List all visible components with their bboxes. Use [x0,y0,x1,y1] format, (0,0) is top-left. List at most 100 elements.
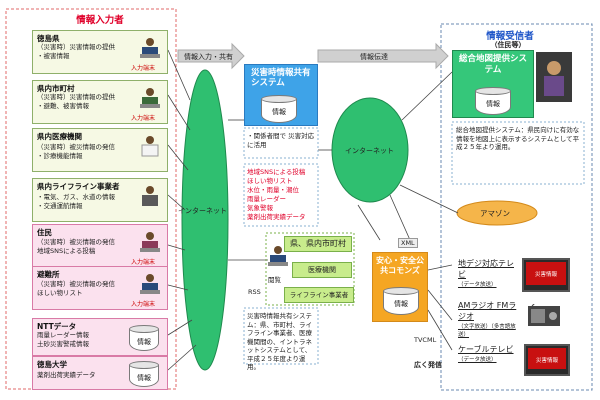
media-radio: AMラジオ FMラジオ （文字放送）（多言語放送） [458,300,518,338]
sender-name: 県内ライフライン事業者 [37,182,120,191]
sender-line: ・被害情報 [37,52,70,60]
map-system-box: 総合地図提供システム 情報 [452,50,534,118]
media-name: AMラジオ FMラジオ [458,301,517,321]
tv-screen-text: 災害情報 [528,348,566,369]
db-label: 情報 [486,100,500,108]
input-terminal-badge: 入力端末 [131,115,156,122]
sender-line: 雨量レーダー情報 [37,331,89,339]
shared-list-item: 水位・雨量・潮位 [247,186,299,194]
media-sub: （データ放送） [458,357,497,363]
sender-line: ・避難、被害情報 [37,102,89,110]
sender-line: ・交通運航情報 [37,202,83,210]
sender-name: NTTデータ [37,322,77,331]
db-label: 情報 [137,374,151,382]
amazon-label: アマゾン [480,209,510,218]
worker-icon [142,186,158,206]
shared-list-frame [243,163,319,227]
shared-system-box: 災害時情報共有システム 情報 [244,64,318,126]
sender-tokushima: 徳島県 （災害時）災害情報の提供 ・被害情報 入力端末 [32,30,168,74]
sender-line: 地域SNSによる投稿 [37,247,96,255]
sender-tokushima-univ: 徳島大学 薬剤出荷実績データ 情報 [32,356,168,390]
amazon-ellipse [456,200,538,226]
map-database: 情報 [475,87,511,115]
media-sub: （文字放送）（多言語放送） [458,324,516,338]
shared-list-item: ほしい物リスト [247,177,293,185]
person-at-terminal-icon [140,232,160,252]
sender-line: 土砂災害警戒情報 [37,340,89,348]
person-at-terminal-icon [140,38,160,58]
commons-database: 情報 [383,287,419,315]
db-label: 情報 [272,108,286,116]
browse-label: 閲覧 [268,276,281,284]
sender-line: 薬剤出荷実績データ [37,371,96,379]
commons-title: 安心・安全公共コモンズ [376,256,424,275]
sender-line: ・診療機能情報 [37,152,83,160]
org-medical-box: 医療機関 [292,262,352,278]
sender-name: 避難所 [37,270,60,279]
input-terminal-badge: 入力端末 [131,301,156,308]
xml-label: XML [398,238,418,248]
rss-label: RSS [248,288,261,296]
person-at-terminal-icon [140,88,160,108]
shared-desc-frame [243,307,319,365]
org-prefecture-box: 県、県内市町村 [284,236,352,252]
shared-note-frame [243,127,319,159]
sender-line: （災害時）被災情報の発信 [37,143,115,151]
orgs-frame [265,232,355,306]
sender-name: 徳島大学 [37,360,67,369]
internet-right-label: インターネット [345,147,394,155]
media-name: ケーブルテレビ [458,345,514,354]
shared-list-item: 気象警報 [247,204,273,212]
internet-left-label: インターネット [178,207,227,215]
doctor-icon [141,136,159,157]
sender-line: （災害時）災害情報の提供 [37,43,115,51]
tv-screen-text: 災害情報 [526,262,566,285]
arrow-input-share [177,42,245,70]
sender-line: ・電気、ガス、水道の情報 [37,193,115,201]
arrow-transmit [317,42,449,70]
receivers-subtitle: （住民等） [490,41,526,49]
internet-left-ellipse [181,69,229,371]
person-at-terminal-icon [140,274,160,294]
broadcast-label: 広く発信 [414,361,442,369]
input-terminal-badge: 入力端末 [131,65,156,72]
sender-line: ほしい物リスト [37,289,83,297]
map-system-description: 総合地図提供システム：県民向けに有効な情報を地図上に表示するシステムとして平成２… [456,126,580,151]
sender-name: 県内市町村 [37,84,75,93]
senders-title: 情報入力者 [76,15,124,26]
media-name: 地デジ対応テレビ [458,259,514,279]
shared-description: 災害時情報共有システム：県、市町村、ライフライン事業者、医療機関間の、イントラネ… [247,312,312,371]
media-cable-tv: ケーブルテレビ （データ放送） [458,344,522,363]
db-label: 情報 [137,338,151,346]
shared-system-title: 災害時情報共有システム [251,68,311,88]
sender-name: 県内医療機関 [37,132,82,141]
input-share-label: 情報入力・共有 [184,53,233,61]
sender-line: （災害時）被災情報の発信 [37,238,115,246]
shared-list-item: 地域SNSによる投稿 [247,168,306,176]
media-sub: （データ放送） [458,282,497,288]
sender-ntt-data: NTTデータ 雨量レーダー情報 土砂災害警戒情報 情報 [32,318,168,356]
shared-list-item: 薬剤出荷実績データ [247,213,306,221]
sender-name: 徳島県 [37,34,60,43]
univ-database: 情報 [129,361,159,387]
input-terminal-badge: 入力端末 [131,259,156,266]
shared-info-list: 地域SNSによる投稿 ほしい物リスト 水位・雨量・潮位 雨量レーダー 気象警報 … [247,168,319,222]
shared-note: ・関係者間で 災害対応に活用 [247,132,315,149]
sender-line: （災害時）被災情報の発信 [37,280,115,288]
radio-icon [528,304,560,326]
receivers-frame [440,23,593,391]
shared-list-item: 雨量レーダー [247,195,286,203]
person-at-terminal-icon [268,246,288,266]
map-desc-frame [451,121,585,185]
commons-box: 安心・安全公共コモンズ 情報 [372,252,428,322]
sender-municipalities: 県内市町村 （災害時）災害情報の提供 ・避難、被害情報 入力端末 [32,80,168,124]
sender-line: （災害時）災害情報の提供 [37,93,115,101]
resident-viewer-icon [536,52,572,102]
shared-database: 情報 [261,95,297,123]
tvcml-label: TVCML [414,336,437,344]
sender-name: 住民 [37,228,52,237]
org-lifeline-box: ライフライン事業者 [284,287,354,303]
db-label: 情報 [394,300,408,308]
ntt-database: 情報 [129,325,159,351]
